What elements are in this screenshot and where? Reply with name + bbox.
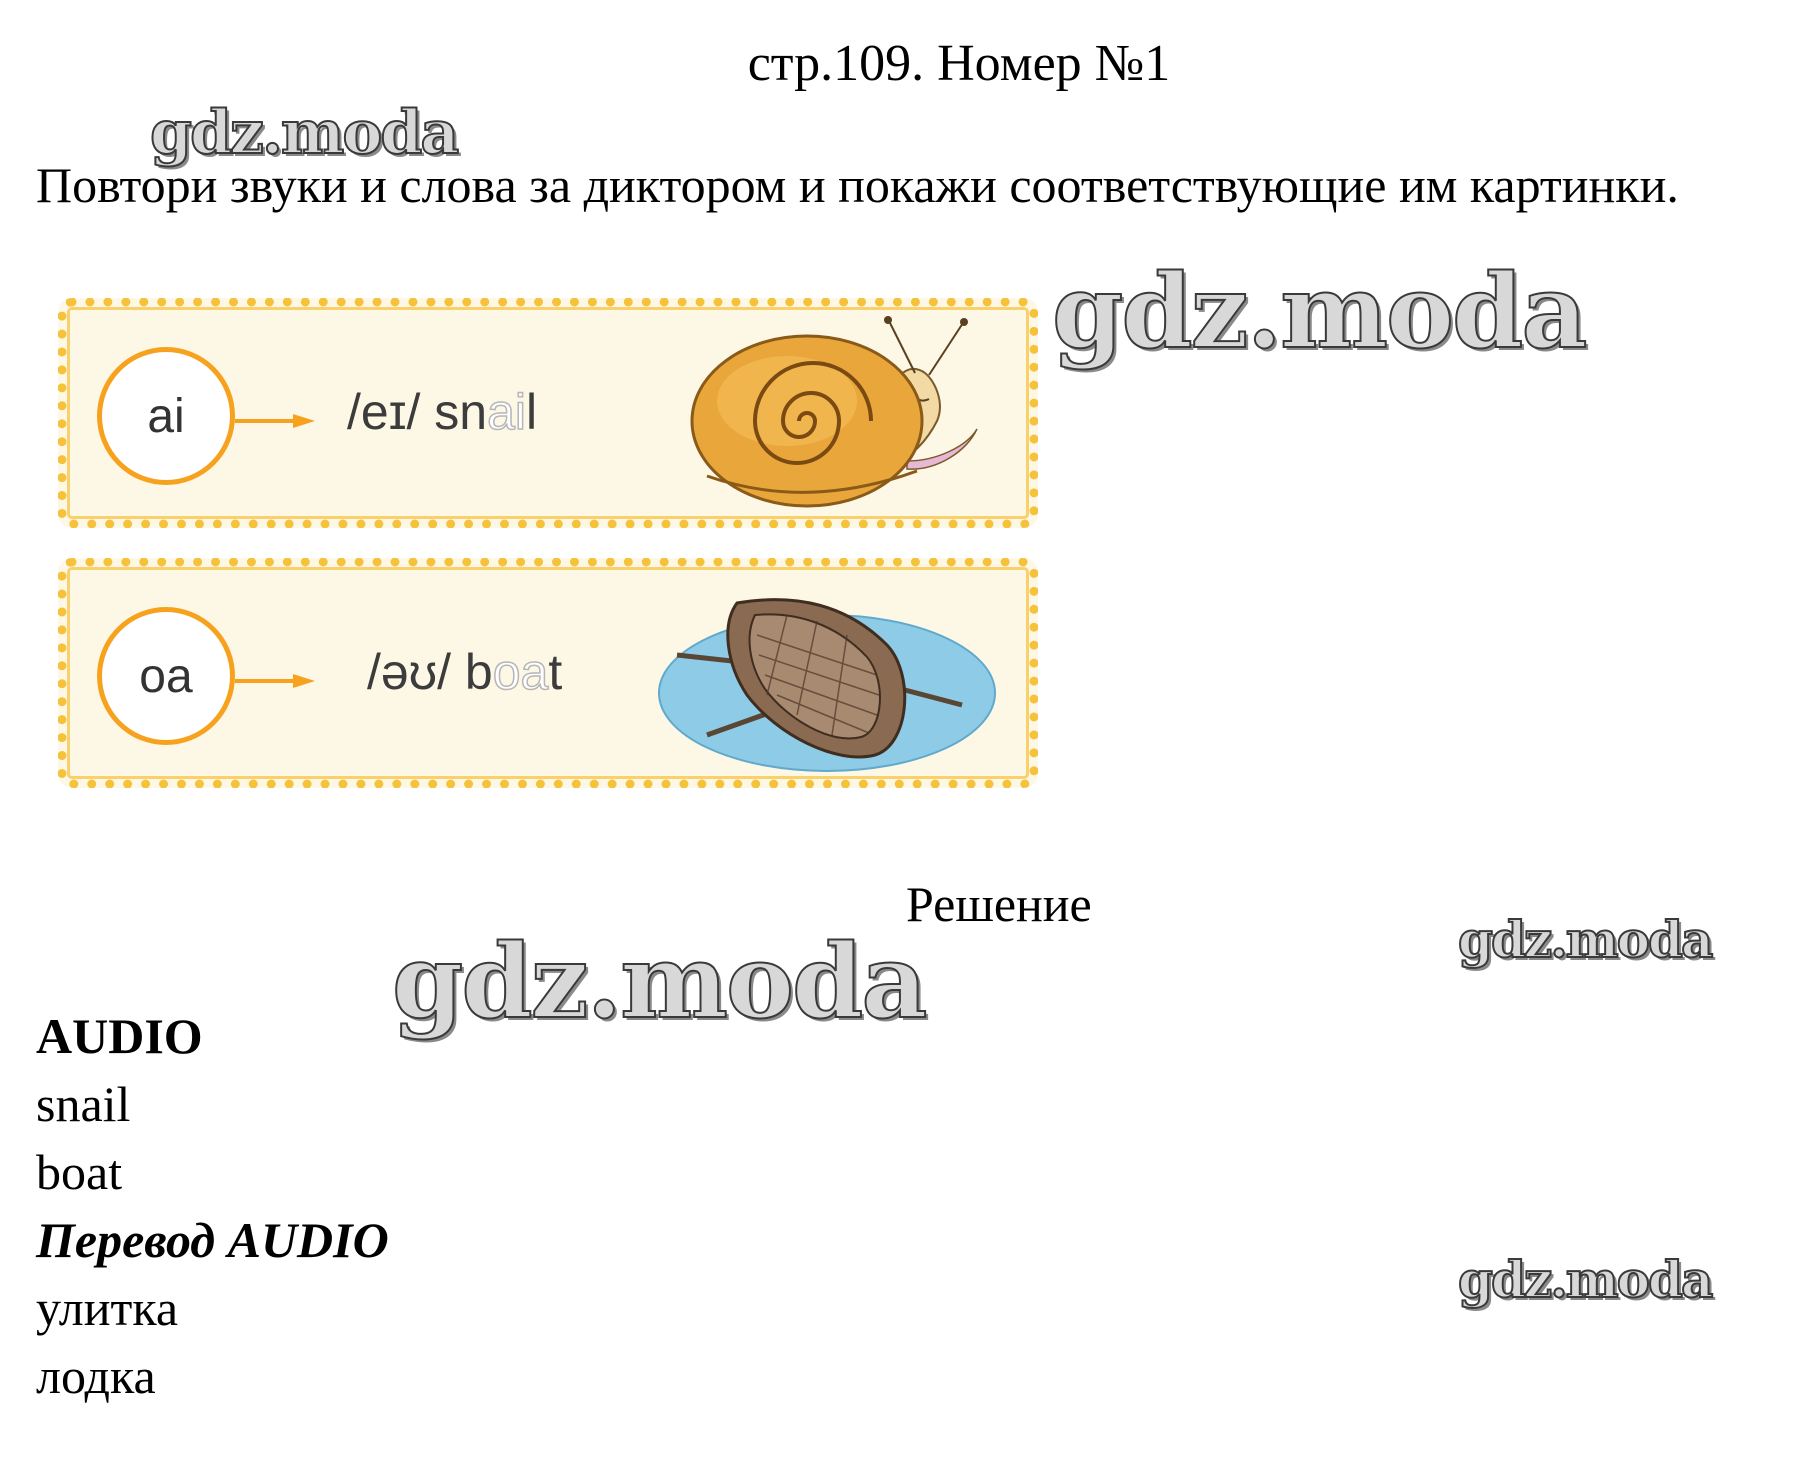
phonics-word: /eɪ/ snail (347, 383, 537, 441)
task-instruction: Повтори звуки и слова за диктором и пока… (36, 157, 1679, 213)
translation-heading: Перевод AUDIO (36, 1212, 389, 1268)
audio-word: boat (36, 1144, 123, 1200)
audio-heading: AUDIO (36, 1008, 203, 1064)
phonics-card-ai: ai /eɪ/ snail (58, 298, 1038, 528)
transcription: /əʊ/ (367, 644, 452, 700)
word-end: t (548, 644, 563, 700)
watermark: gdz.moda (1051, 251, 1588, 373)
watermark: gdz.moda (1457, 1249, 1714, 1310)
page-title: стр.109. Номер №1 (747, 35, 1171, 92)
audio-word: snail (36, 1076, 131, 1132)
word-start: sn (434, 384, 488, 440)
transcription: /eɪ/ (347, 384, 421, 440)
digraph-circle: oa (97, 607, 235, 745)
translation-word: улитка (36, 1280, 179, 1336)
word-highlight: oa (492, 643, 549, 701)
watermark: gdz.moda (149, 97, 460, 169)
watermark: gdz.moda (391, 921, 928, 1043)
translation-word: лодка (36, 1348, 156, 1404)
digraph-circle: ai (97, 347, 235, 485)
word-highlight: ai (486, 383, 527, 441)
arrow-icon (235, 674, 315, 688)
solution-title: Решение (906, 876, 1092, 932)
phonics-card-oa: oa /əʊ/ boat (58, 558, 1038, 788)
boat-illustration (658, 598, 996, 772)
digraph-label: oa (139, 649, 193, 703)
arrow-icon (235, 414, 315, 428)
solution-block: AUDIO snail boat Перевод AUDIO улитка ло… (36, 1002, 389, 1410)
snail-illustration (690, 316, 978, 508)
phonics-word: /əʊ/ boat (367, 643, 562, 701)
digraph-label: ai (147, 389, 185, 443)
word-start: b (464, 644, 493, 700)
word-end: l (526, 384, 538, 440)
watermark: gdz.moda (1457, 909, 1714, 970)
